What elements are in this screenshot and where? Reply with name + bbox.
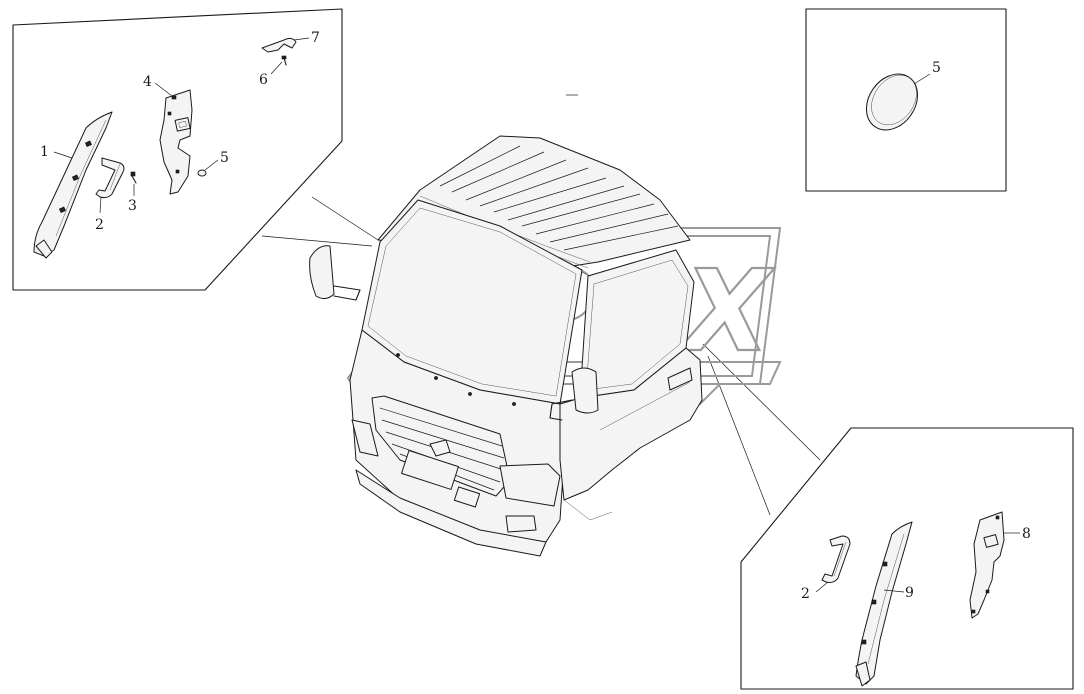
callout-5-left: 5 <box>220 150 229 166</box>
inset-bottom-right-frame <box>740 427 1074 690</box>
bracket-upper-left <box>261 37 297 66</box>
grab-handle-right <box>821 535 851 583</box>
door-handle <box>667 367 693 391</box>
leader-lines <box>261 196 821 516</box>
callout-4-left: 4 <box>143 74 152 90</box>
headlight-right <box>499 463 561 507</box>
callout-5-top-right: 5 <box>932 60 941 76</box>
roof-ribs <box>419 145 679 275</box>
callout-3-left: 3 <box>128 198 137 214</box>
callout-7-left: 7 <box>311 30 320 46</box>
front-bumper <box>355 469 547 557</box>
round-cover <box>865 73 919 131</box>
grommet-left <box>197 169 207 177</box>
a-pillar-trim-right <box>855 521 913 687</box>
screw-left <box>130 171 137 184</box>
callout-2-right: 2 <box>801 586 810 602</box>
license-plate-area <box>401 450 459 490</box>
emblem <box>429 439 451 457</box>
inset-left-frame <box>12 8 343 291</box>
mirror-right <box>549 367 599 421</box>
callout-6-left: 6 <box>259 72 268 88</box>
a-pillar-trim-left <box>33 111 113 259</box>
inset-top-right-frame <box>805 8 1007 192</box>
callout-8-right: 8 <box>1022 526 1031 542</box>
grab-handle-left <box>95 157 125 199</box>
fog-lamp-right <box>505 515 537 533</box>
cowl-markers <box>396 353 516 406</box>
tow-hook-cover <box>453 486 481 508</box>
mirror-left <box>309 245 361 301</box>
callout-9-right: 9 <box>905 585 914 601</box>
b-pillar-trim-right <box>969 511 1005 619</box>
left-inset-label-leaders <box>53 37 310 214</box>
callout-2-left: 2 <box>95 217 104 233</box>
b-pillar-trim-left <box>159 89 193 195</box>
headlight-left <box>351 419 379 457</box>
leader-cover <box>913 73 931 85</box>
callout-1-left: 1 <box>40 144 49 160</box>
truck-cab <box>309 94 703 557</box>
right-inset-label-leaders <box>815 532 1020 593</box>
